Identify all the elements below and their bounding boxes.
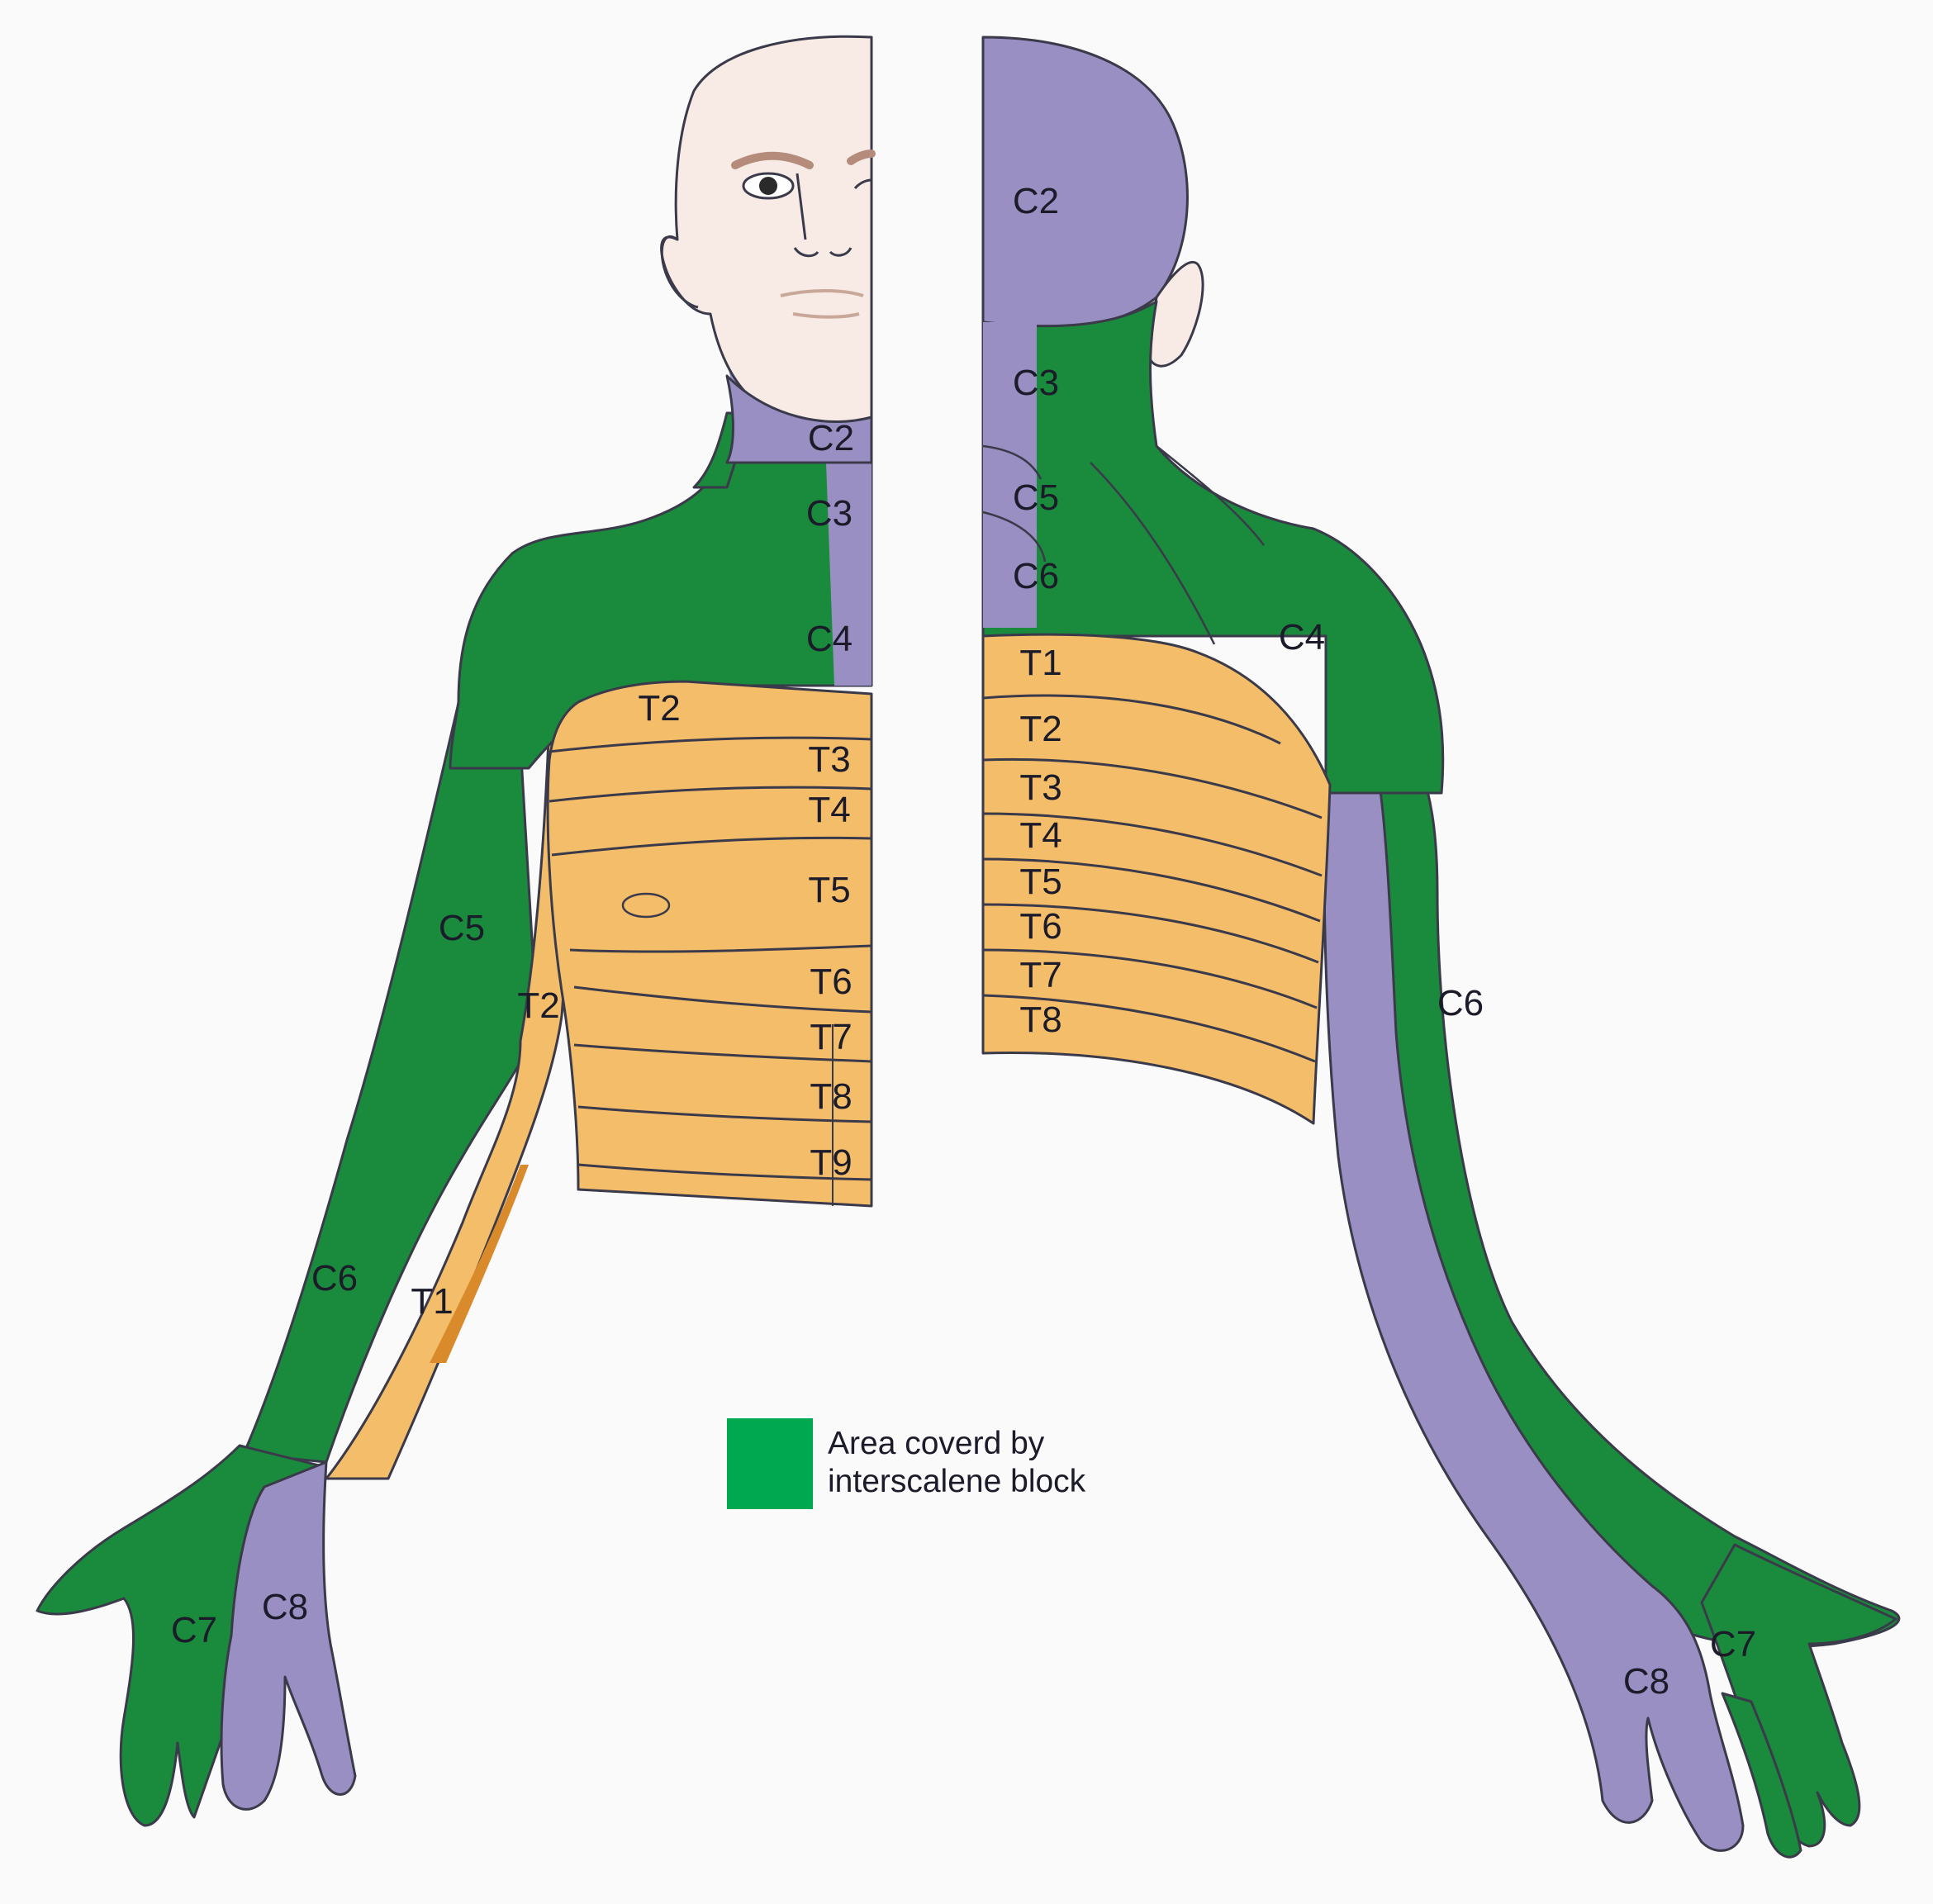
front-neck-c3-c4-midline bbox=[826, 463, 872, 686]
back-label-neck-c5: C5 bbox=[1013, 477, 1059, 518]
front-label-chest-t7: T7 bbox=[810, 1017, 852, 1057]
front-label-chest-t4: T4 bbox=[808, 790, 850, 830]
front-nose-icon bbox=[793, 173, 853, 258]
front-label-hand-c7: C7 bbox=[171, 1610, 217, 1650]
back-label-head-c2: C2 bbox=[1013, 181, 1059, 221]
front-chest-band-lines bbox=[549, 736, 872, 1181]
back-label-neck-c6: C6 bbox=[1013, 556, 1059, 596]
back-ear-icon bbox=[1147, 261, 1204, 368]
back-label-t7: T7 bbox=[1019, 955, 1061, 995]
back-label-t5: T5 bbox=[1019, 862, 1061, 902]
back-label-hand-c8: C8 bbox=[1623, 1661, 1669, 1702]
back-label-hand-c7: C7 bbox=[1710, 1624, 1756, 1664]
front-label-chest-t9: T9 bbox=[810, 1142, 852, 1183]
front-hand-c8-region bbox=[220, 1460, 357, 1811]
back-label-shoulder-c4: C4 bbox=[1279, 617, 1325, 658]
back-label-t4: T4 bbox=[1019, 815, 1061, 856]
front-label-chest-t6: T6 bbox=[810, 961, 852, 1002]
back-scapula-lines bbox=[982, 444, 1265, 645]
front-head bbox=[660, 35, 873, 427]
front-label-chest-t2: T2 bbox=[638, 688, 680, 729]
front-label-arm-c5: C5 bbox=[439, 908, 485, 948]
back-neck-midline-region bbox=[983, 322, 1037, 628]
front-label-chest-t8: T8 bbox=[810, 1076, 852, 1117]
legend-line-2: interscalene block bbox=[828, 1464, 1086, 1499]
front-eye-right-icon bbox=[853, 178, 872, 190]
front-neck bbox=[725, 374, 873, 464]
front-label-neck-c3: C3 bbox=[806, 493, 853, 534]
front-eyebrow-icon bbox=[731, 151, 814, 169]
back-label-neck-c3: C3 bbox=[1013, 363, 1059, 403]
front-label-hand-c8: C8 bbox=[262, 1587, 308, 1627]
front-chest-thoracic-region bbox=[546, 680, 873, 1208]
back-neck-shoulder-region bbox=[981, 300, 1445, 795]
back-arm-c8-region bbox=[1323, 783, 1745, 1852]
front-arm-lateral-c5-c6-region bbox=[242, 684, 539, 1464]
front-nipple bbox=[621, 892, 671, 919]
front-eyebrow-right-icon bbox=[847, 150, 876, 165]
front-labels: C2 C3 C4 T2 T3 T4 T5 T6 T7 T8 T9 C5 T2 C… bbox=[171, 418, 854, 1650]
front-label-neck-c2: C2 bbox=[808, 418, 854, 458]
back-label-t6: T6 bbox=[1019, 906, 1061, 947]
front-label-neck-c4: C4 bbox=[806, 619, 853, 659]
back-view bbox=[981, 36, 1901, 1859]
front-label-arm-c6: C6 bbox=[311, 1258, 358, 1299]
front-forearm-shading bbox=[430, 1165, 529, 1363]
front-label-chest-t5: T5 bbox=[808, 870, 850, 910]
back-labels: C2 C3 C5 C6 C4 T1 T2 T3 T4 T5 T6 T7 T8 C… bbox=[1013, 181, 1756, 1702]
front-label-arm-t1: T1 bbox=[411, 1281, 453, 1322]
legend-line-1: Area coverd by bbox=[828, 1426, 1045, 1461]
front-pupil-icon bbox=[759, 177, 777, 195]
front-ear-icon bbox=[660, 235, 699, 309]
back-label-t3: T3 bbox=[1019, 767, 1061, 808]
front-mouth-icon bbox=[780, 289, 864, 319]
back-label-t2: T2 bbox=[1019, 709, 1061, 749]
back-thoracic-band-lines bbox=[982, 694, 1323, 1063]
back-hand-c7-finger bbox=[1721, 1692, 1802, 1859]
front-label-arm-t2: T2 bbox=[517, 985, 559, 1026]
front-view bbox=[36, 35, 876, 1827]
front-label-chest-t3: T3 bbox=[808, 739, 850, 780]
legend-swatch bbox=[727, 1418, 813, 1509]
back-label-arm-c6: C6 bbox=[1437, 983, 1484, 1023]
legend-text: Area coverd by interscalene block bbox=[828, 1425, 1175, 1501]
back-label-t1: T1 bbox=[1019, 643, 1061, 683]
back-label-t8: T8 bbox=[1019, 999, 1061, 1040]
